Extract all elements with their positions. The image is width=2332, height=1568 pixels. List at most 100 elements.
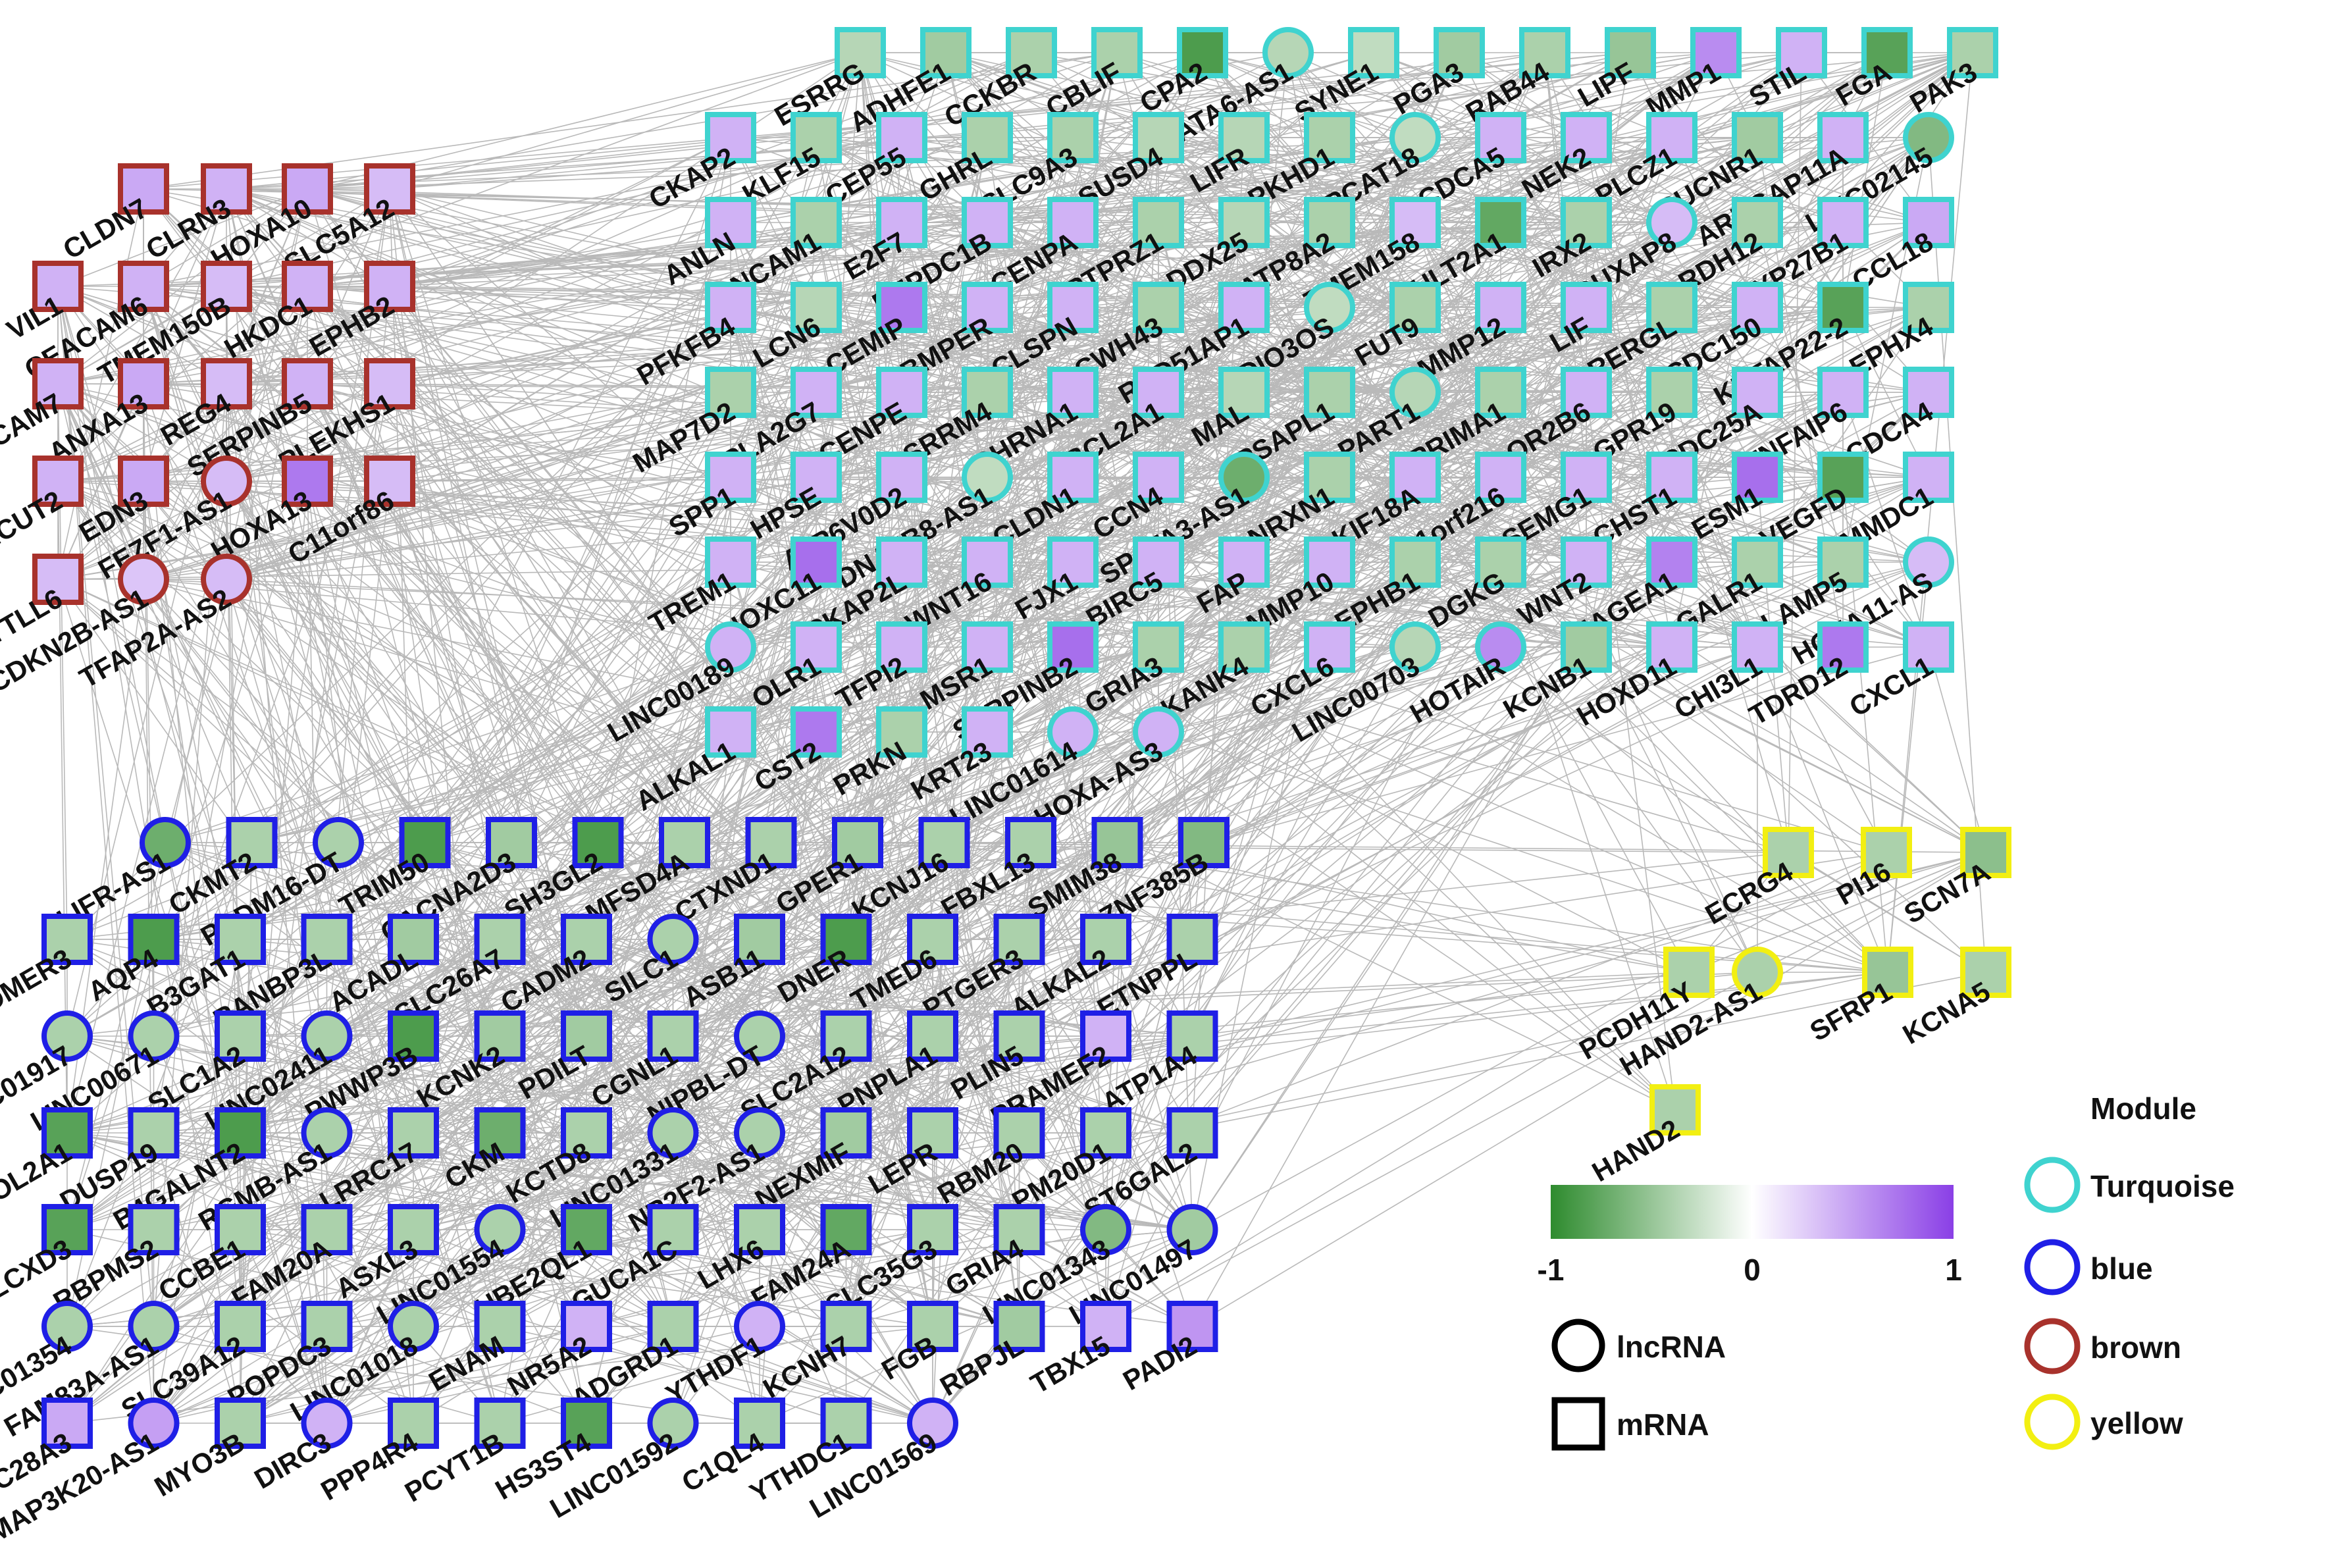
network-edge: [1373, 52, 1587, 138]
network-edge: [389, 52, 1032, 287]
network-edge: [226, 481, 241, 1327]
network-edge: [987, 562, 1676, 1111]
network-edge: [143, 286, 1106, 1037]
network-edge: [326, 52, 1545, 1424]
network-edge: [226, 286, 902, 478]
network-edge: [1414, 222, 1758, 973]
mrna-node-square: [1475, 197, 1526, 248]
network-edge: [226, 188, 1074, 563]
network-edge: [389, 188, 587, 1037]
mrna-node-square: [1561, 197, 1612, 248]
network-edge: [1031, 52, 1245, 308]
network-edge: [226, 579, 674, 1327]
mrna-node-square: [364, 261, 415, 312]
network-edge: [413, 137, 731, 1134]
network-edge: [901, 137, 1758, 223]
network-edge: [57, 481, 945, 843]
network-edge: [413, 222, 1672, 1134]
network-edge: [389, 52, 861, 190]
mrna-node-square: [1732, 367, 1783, 418]
network-edge: [1018, 939, 1106, 1230]
network-edge: [226, 188, 512, 843]
network-edge: [226, 307, 1501, 384]
network-edge: [143, 477, 988, 580]
network-edge: [143, 286, 501, 1037]
mrna-node-square: [1732, 282, 1783, 333]
node-label: HAND2: [1587, 1113, 1685, 1188]
network-edge: [1373, 52, 1587, 308]
mrna-node-square: [1817, 197, 1869, 248]
network-edge: [816, 477, 1844, 733]
network-edge: [389, 188, 1020, 1134]
network-edge: [1158, 307, 1330, 563]
network-edge: [57, 481, 771, 843]
lncrna-node-circle: [201, 554, 252, 605]
network-edge: [759, 842, 1118, 1134]
mrna-node-square: [1304, 112, 1355, 163]
network-edge: [499, 137, 731, 1424]
network-edge: [307, 286, 1193, 1230]
node-ecrg4: ECRG4: [1700, 827, 1814, 930]
mrna-node-square: [1947, 27, 1998, 78]
mrna-node-square: [1475, 112, 1526, 163]
mrna-node-square: [364, 358, 415, 409]
network-edge: [1788, 52, 1802, 853]
mrna-node-square: [962, 367, 1013, 418]
network-edge: [1671, 477, 1844, 563]
network-edge: [153, 1229, 241, 1424]
mrna-node-square: [1690, 27, 1742, 78]
network-edge: [57, 481, 760, 940]
mrna-node-square: [1047, 112, 1099, 163]
mrna-node-square: [1646, 112, 1697, 163]
network-edge: [987, 222, 1888, 973]
network-edge: [226, 188, 817, 478]
mrna-node-square: [1646, 282, 1697, 333]
network-edge: [673, 852, 1887, 1037]
network-edge: [1116, 52, 1986, 853]
mrna-node-square: [1561, 367, 1612, 418]
network-edge: [901, 731, 1676, 1111]
network-edge: [1105, 392, 1416, 1230]
network-edge: [66, 392, 1074, 1230]
node-kcna5: KCNA5: [1898, 947, 2011, 1050]
node-sfrp1: SFRP1: [1805, 947, 1913, 1047]
network-edge: [730, 562, 933, 1230]
network-edge: [240, 972, 1888, 1327]
lncrna-node-circle: [201, 456, 252, 507]
lncrna-node-circle: [1389, 367, 1441, 418]
network-edge: [153, 307, 988, 1327]
mrna-node-square: [705, 197, 756, 248]
network-edge: [153, 383, 227, 1327]
network-edge: [153, 562, 1245, 1327]
network-edge: [143, 481, 1758, 648]
network-edge: [226, 188, 1501, 223]
network-edge: [226, 383, 414, 1037]
network-edge: [987, 646, 1205, 843]
mrna-node-square: [705, 452, 756, 503]
network-edge: [586, 646, 1330, 1327]
mrna-node-square: [790, 112, 842, 163]
network-edge: [307, 286, 988, 733]
mrna-node-square: [32, 261, 84, 312]
mrna-node-square: [876, 452, 927, 503]
network-edge: [226, 137, 731, 384]
mrna-node-square: [282, 358, 333, 409]
network-edge: [857, 842, 1106, 1327]
network-edge: [57, 286, 241, 1230]
network-edge: [165, 842, 241, 1134]
network-edge: [1842, 392, 1929, 648]
network-edge: [226, 286, 1020, 1230]
network-edge: [307, 286, 1020, 940]
network-edge: [1105, 972, 1758, 1327]
network-edge: [326, 52, 1203, 1424]
network-edge: [684, 52, 1118, 843]
mrna-node-square: [790, 197, 842, 248]
network-edge: [1586, 646, 1887, 853]
mrna-node-square: [1047, 452, 1099, 503]
network-edge: [1788, 852, 1986, 973]
module-legend-brown-icon: [2024, 1318, 2081, 1374]
network-edge: [1105, 972, 1690, 1327]
network-edge: [66, 1035, 1020, 1230]
network-edge: [143, 383, 988, 733]
